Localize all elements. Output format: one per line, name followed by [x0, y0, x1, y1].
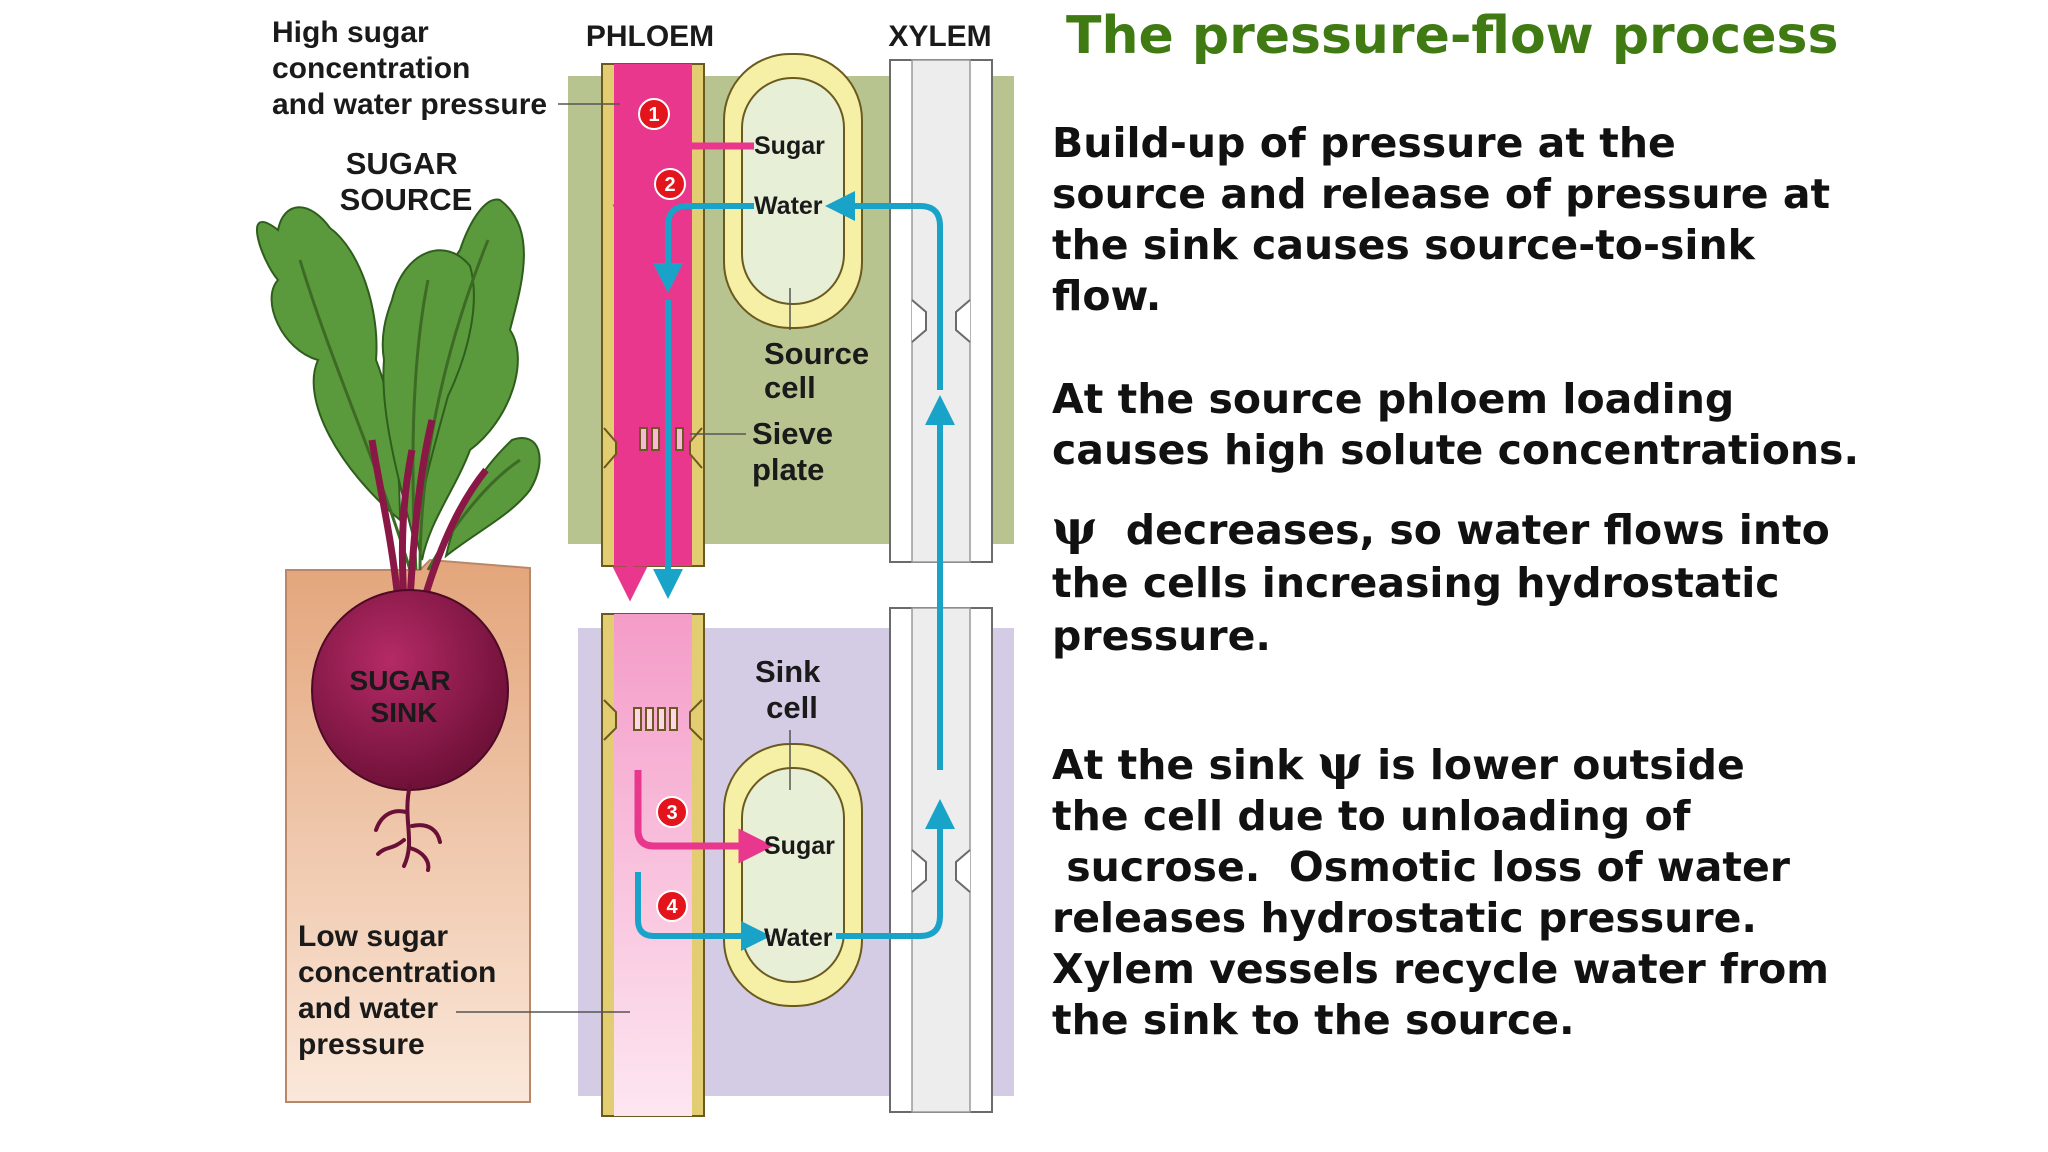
svg-text:1: 1	[648, 104, 659, 126]
text-line: ψ decreases, so water flows into	[1052, 502, 1830, 557]
paragraph-buildup: Build-up of pressure at the source and r…	[1052, 118, 1830, 322]
paragraph-psi-decreases: ψ decreases, so water flows into the cel…	[1052, 502, 1830, 663]
text-line: At the source phloem loading	[1052, 375, 1735, 423]
sugar-unloading-arrow	[634, 770, 774, 864]
slide-title: The pressure-flow process	[1066, 6, 1839, 66]
phloem-tube-sink	[601, 613, 705, 1117]
water-source-loop-arrow	[825, 191, 943, 390]
step-marker-3: 3	[656, 796, 688, 828]
text-line: sucrose. Osmotic loss of water	[1052, 843, 1791, 891]
svg-text:2: 2	[664, 174, 675, 196]
water-sink-unload-arrow	[635, 872, 771, 951]
svg-text:4: 4	[666, 896, 678, 918]
text-line: At the sink ψ is lower outside	[1052, 738, 1829, 791]
pressure-flow-diagram: SUGAR SINK	[255, 16, 1014, 1117]
leader-lines	[456, 103, 791, 1013]
sieve-pores-bottom	[633, 707, 678, 731]
source-cell	[723, 53, 863, 329]
text-line: the cells increasing hydrostatic	[1052, 559, 1780, 607]
sieve-pores-top	[639, 427, 684, 451]
sieve-plate-top	[603, 427, 703, 469]
water-flow-arrows	[635, 191, 955, 951]
text-line: the sink to the source.	[1052, 996, 1575, 1044]
text-fragment: is lower outside	[1377, 741, 1745, 789]
text-line: causes high solute concentrations.	[1052, 426, 1860, 474]
step-marker-2: 2	[654, 168, 686, 200]
text-line: releases hydrostatic pressure.	[1052, 894, 1757, 942]
text-line: the cell due to unloading of	[1052, 792, 1691, 840]
text-line: Xylem vessels recycle water from	[1052, 945, 1829, 993]
step-marker-4: 4	[656, 890, 688, 922]
beet-rootlets	[374, 783, 442, 872]
xylem-label: XYLEM	[888, 20, 991, 53]
beet-stems	[368, 419, 489, 602]
sieve-plate-bottom	[603, 699, 703, 741]
leaves	[255, 198, 541, 561]
paragraph-sink-unloading: At the sink ψ is lower outside the cell …	[1052, 738, 1829, 1046]
text-line: Build-up of pressure at the	[1052, 119, 1676, 167]
low-sugar-label: Low sugar concentration and water pressu…	[298, 920, 505, 1061]
svg-text:3: 3	[666, 802, 677, 824]
psi-symbol: ψ	[1052, 500, 1098, 556]
phloem-label: PHLOEM	[586, 20, 714, 53]
psi-symbol: ψ	[1317, 735, 1363, 791]
beet-plant: SUGAR SINK	[255, 198, 541, 872]
sugar-label-bottom: Sugar	[764, 832, 835, 860]
sugar-flow-arrows	[612, 142, 774, 864]
text-fragment: At the sink	[1052, 741, 1304, 789]
sugar-sink-label: SUGAR SINK	[350, 665, 459, 728]
water-into-phloem-arrow	[653, 203, 754, 293]
sugar-loading-arrow	[612, 142, 754, 240]
sieve-plate-label: Sieve plate	[752, 416, 842, 487]
sugar-label-top: Sugar	[754, 132, 825, 160]
sink-cell-label: Sink cell	[755, 654, 829, 725]
text-line: pressure.	[1052, 612, 1271, 660]
phloem-tube-source	[601, 63, 705, 567]
sink-cell	[723, 743, 863, 1007]
text-fragment: decreases, so water flows into	[1125, 506, 1830, 554]
water-to-xylem-arrow	[836, 799, 955, 939]
text-line: flow.	[1052, 272, 1162, 320]
paragraph-phloem-loading: At the source phloem loading causes high…	[1052, 374, 1859, 476]
source-cell-label: Source cell	[764, 336, 878, 405]
water-label-bottom: Water	[764, 924, 833, 952]
text-line: the sink causes source-to-sink	[1052, 221, 1755, 269]
water-label-top: Water	[754, 192, 823, 220]
step-marker-1: 1	[638, 98, 670, 130]
sugar-source-label: SUGAR SOURCE	[340, 146, 473, 217]
high-sugar-label: High sugar concentration and water press…	[272, 16, 547, 121]
text-line: source and release of pressure at	[1052, 170, 1831, 218]
